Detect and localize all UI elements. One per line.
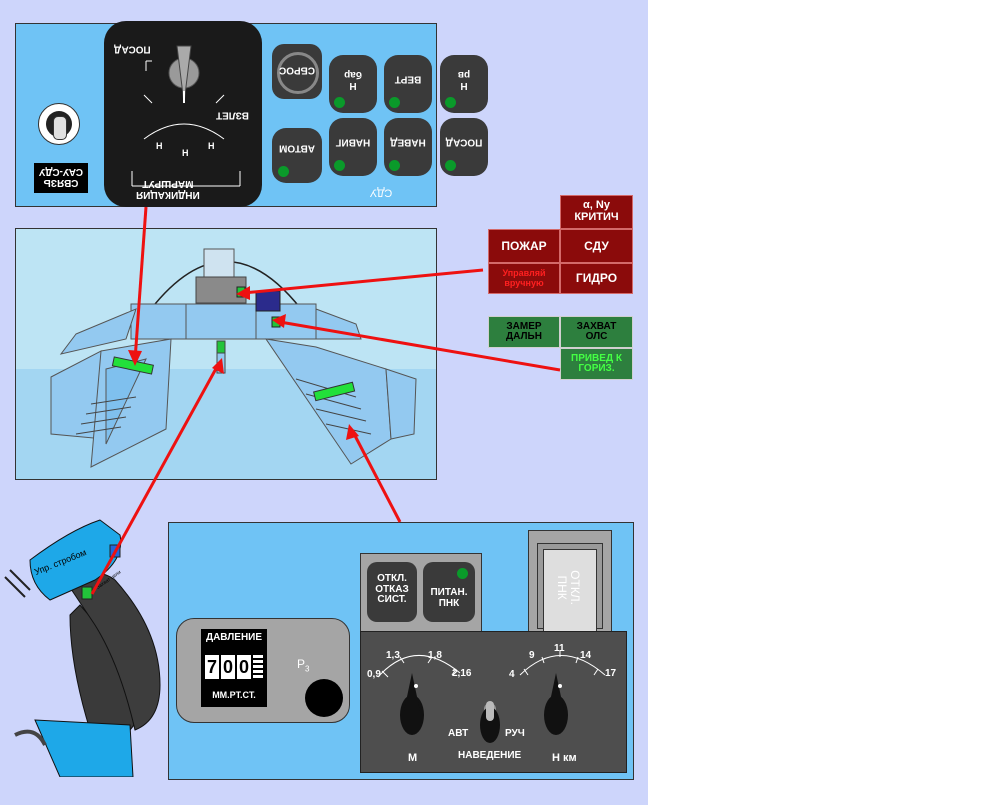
indicator-lamp xyxy=(445,97,456,108)
ruch-label: РУЧ xyxy=(505,728,525,739)
pressure-digit-3: 0 xyxy=(237,655,251,679)
h-tick-0: 4 xyxy=(509,669,515,680)
h-label-3: H xyxy=(208,141,215,151)
h-tick-2: 11 xyxy=(554,643,565,654)
p3-label: P3 xyxy=(297,657,309,673)
indicator-lamp xyxy=(389,160,400,171)
cockpit-view xyxy=(15,228,437,480)
selector-knobs-graphic xyxy=(377,651,606,743)
mode-button-hbar[interactable]: H бар xyxy=(329,55,377,113)
h-label-2: H xyxy=(182,148,189,158)
mode-button-posad-label: ПОСАД xyxy=(445,136,483,148)
p3-subscript: 3 xyxy=(305,664,310,674)
mode-button-vert[interactable]: ВЕРТ xyxy=(384,55,432,113)
mode-button-hbar-label: H бар xyxy=(344,69,362,92)
pitan-pnk-button[interactable]: ПИТАН. ПНК xyxy=(423,562,475,622)
indicator-lamp xyxy=(334,97,345,108)
pressure-digit-1: 7 xyxy=(205,655,219,679)
otkl-pnk-guard[interactable]: ОТКЛ. ПНК xyxy=(528,530,612,635)
h-tick-1: 9 xyxy=(529,650,535,661)
h-selector-knob[interactable] xyxy=(544,690,568,734)
sbros-button[interactable]: СБРОС xyxy=(272,44,322,99)
otkl-pitan-box: ОТКЛ. ОТКАЗ СИСТ. ПИТАН. ПНК xyxy=(360,553,482,633)
avt-label: АВТ xyxy=(448,728,469,739)
indication-knob-graphic[interactable]: H H H xyxy=(104,21,262,207)
pressure-title: ДАВЛЕНИЕ xyxy=(205,632,263,643)
h-label-1: H xyxy=(156,141,163,151)
pitan-pnk-label: ПИТАН. ПНК xyxy=(430,587,468,609)
m-tick-0: 0,9 xyxy=(367,669,381,680)
mode-button-avtom[interactable]: АВТОМ xyxy=(272,128,322,183)
indicator-lamp xyxy=(278,166,289,177)
sbros-label: СБРОС xyxy=(279,64,315,76)
switch-label-box: СВЯЗЬ САУ-СДУ xyxy=(34,163,88,193)
mode-button-naved[interactable]: НАВЕД xyxy=(384,118,432,176)
mode-button-navig[interactable]: НАВИГ xyxy=(329,118,377,176)
mode-button-posad[interactable]: ПОСАД xyxy=(440,118,488,176)
m-tick-2: 1,8 xyxy=(428,650,442,661)
pressure-digit-2: 0 xyxy=(221,655,235,679)
signal-zahvat-ols: ЗАХВАТ ОЛС xyxy=(560,316,633,348)
mode-button-hrv-label: H рв xyxy=(457,69,471,92)
mode-button-hrv[interactable]: H рв xyxy=(440,55,488,113)
pressure-display: ДАВЛЕНИЕ 7 0 0 ММ.РТ.СТ. xyxy=(201,629,267,707)
pressure-set-knob[interactable] xyxy=(305,679,343,717)
warning-alpha-ny-critical: α, Ny КРИТИЧ xyxy=(560,195,633,229)
warning-gidro: ГИДРО xyxy=(560,263,633,294)
signal-zamer-daln: ЗАМЕР ДАЛЬН xyxy=(488,316,560,348)
m-selector-knob[interactable] xyxy=(400,690,424,734)
m-tick-3: 2,16 xyxy=(452,668,472,679)
toggle-switch[interactable] xyxy=(38,103,80,145)
indicator-lamp xyxy=(445,160,456,171)
indicator-lamp xyxy=(457,568,468,579)
h-tick-3: 14 xyxy=(580,650,592,661)
warning-pozhar: ПОЖАР xyxy=(488,229,560,263)
avt-ruch-toggle[interactable] xyxy=(480,700,502,744)
pressure-adjust-wheel xyxy=(253,655,263,679)
otkl-otkaz-label: ОТКЛ. ОТКАЗ СИСТ. xyxy=(375,573,409,605)
h-knob-label: Н км xyxy=(552,752,577,764)
warning-sdu: СДУ xyxy=(560,229,633,263)
h-tick-4: 17 xyxy=(605,668,617,679)
mode-button-naved-label: НАВЕД xyxy=(390,136,426,148)
cockpit-drawing xyxy=(16,248,436,479)
otkl-otkaz-button[interactable]: ОТКЛ. ОТКАЗ СИСТ. xyxy=(367,562,417,622)
switch-label: СВЯЗЬ САУ-СДУ xyxy=(39,166,83,189)
mode-button-avtom-label: АВТОМ xyxy=(278,142,316,154)
otkl-pnk-label: ОТКЛ. ПНК xyxy=(555,570,583,606)
pressure-unit-label: ММ.РТ.СТ. xyxy=(212,690,256,700)
m-tick-1: 1,3 xyxy=(386,650,400,661)
mode-button-vert-label: ВЕРТ xyxy=(394,73,422,85)
m-knob-label: М xyxy=(408,752,418,764)
warning-upravlyay-vruchnuyu: Управляй вручную xyxy=(488,263,560,294)
pressure-unit: ДАВЛЕНИЕ 7 0 0 ММ.РТ.СТ. P3 xyxy=(176,618,350,723)
navedenie-label: НАВЕДЕНИЕ xyxy=(458,750,522,761)
indication-selector-panel: ПОСАД ВЗЛЕТ ИНДИКАЦИЯ МАРШРУТ H H H xyxy=(104,21,262,207)
mode-button-navig-label: НАВИГ xyxy=(335,136,371,148)
p3-letter: P xyxy=(297,657,306,671)
signal-priv-k-goriz: ПРИВЕД К ГОРИЗ. xyxy=(560,348,633,380)
indicator-lamp xyxy=(334,160,345,171)
indicator-lamp xyxy=(389,97,400,108)
sdu-panel-label: СДУ xyxy=(370,186,393,199)
